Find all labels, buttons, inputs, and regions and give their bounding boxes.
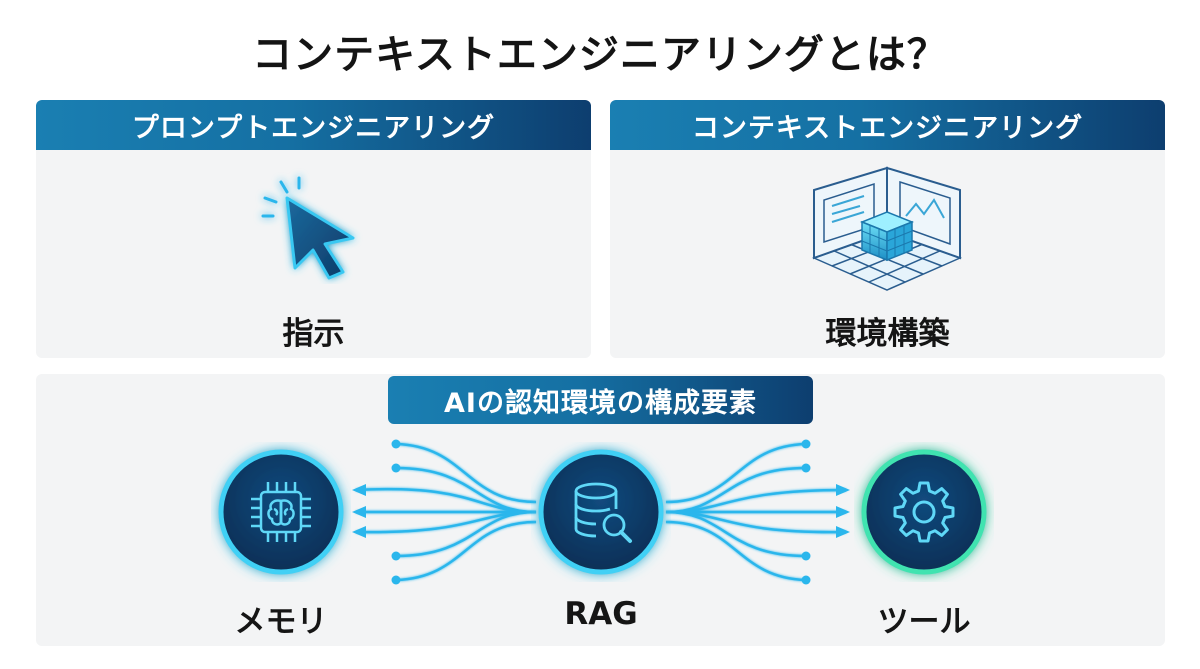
brain-chip-icon: [246, 477, 316, 547]
prompt-engineering-header: プロンプトエンジニアリング: [36, 100, 591, 150]
context-engineering-header: コンテキストエンジニアリング: [610, 100, 1165, 150]
prompt-engineering-panel: プロンプトエンジニアリング 指示: [36, 100, 591, 358]
memory-label: メモリ: [234, 604, 328, 640]
page-title: コンテキストエンジニアリングとは？: [252, 32, 948, 78]
cursor-icon: [251, 164, 371, 284]
tool-node: [854, 442, 994, 582]
context-engineering-label: 環境構築: [825, 316, 950, 352]
prompt-engineering-label: 指示: [282, 316, 345, 352]
cognitive-components-panel: AIの認知環境の構成要素: [36, 374, 1165, 646]
gear-icon: [889, 477, 959, 547]
rag-label: RAG: [564, 596, 638, 632]
environment-room-icon: [800, 160, 975, 300]
context-engineering-panel: コンテキストエンジニアリング: [610, 100, 1165, 358]
connector-lines: [36, 374, 1165, 646]
components-header: AIの認知環境の構成要素: [388, 376, 813, 424]
database-search-icon: [566, 477, 636, 547]
tool-label: ツール: [877, 604, 971, 640]
